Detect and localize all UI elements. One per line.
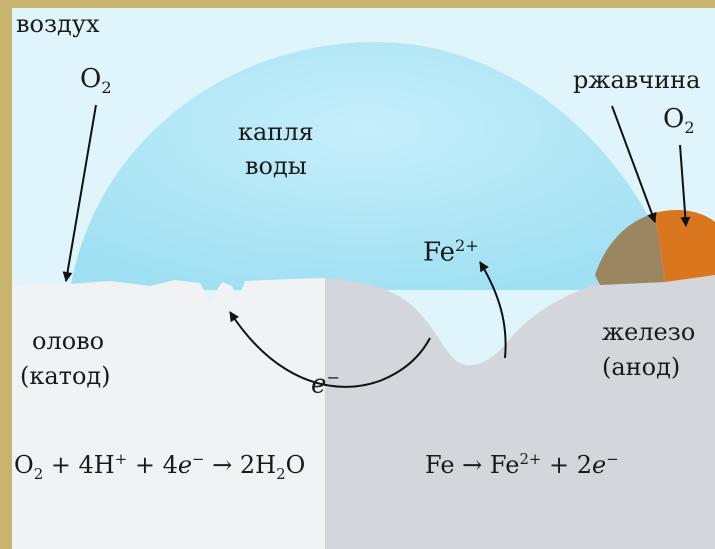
fe-ion-arrow <box>479 261 507 359</box>
o2-left-arrow <box>62 104 97 282</box>
cathode-label: (катод) <box>20 362 111 390</box>
rust-label: ржавчина <box>573 66 701 94</box>
fe-ion-label: Fe2+ <box>423 236 479 268</box>
frame-top <box>0 0 715 8</box>
electron-arrow <box>229 311 431 388</box>
drop-label-line2: воды <box>245 152 307 180</box>
anode-equation: Fe → Fe2+ + 2e− <box>425 450 619 479</box>
frame-left <box>0 0 12 549</box>
rust-dark <box>595 213 665 285</box>
iron-label: железо <box>602 318 696 346</box>
electron-label: e− <box>311 368 340 400</box>
o2-left-label: O2 <box>80 64 112 98</box>
o2-right-arrow <box>679 144 691 227</box>
rust-arrow <box>611 105 657 223</box>
tin-metal <box>12 278 325 549</box>
anode-label: (анод) <box>602 353 681 381</box>
air-label: воздух <box>16 10 100 38</box>
water-drop <box>70 41 660 290</box>
iron-metal <box>325 275 715 549</box>
rust-orange <box>655 209 715 282</box>
tin-label: олово <box>32 327 105 355</box>
o2-right-label: O2 <box>663 104 695 138</box>
cathode-equation: O2 + 4H+ + 4e− → 2H2O <box>14 450 306 483</box>
drop-label-line1: капля <box>238 118 314 146</box>
